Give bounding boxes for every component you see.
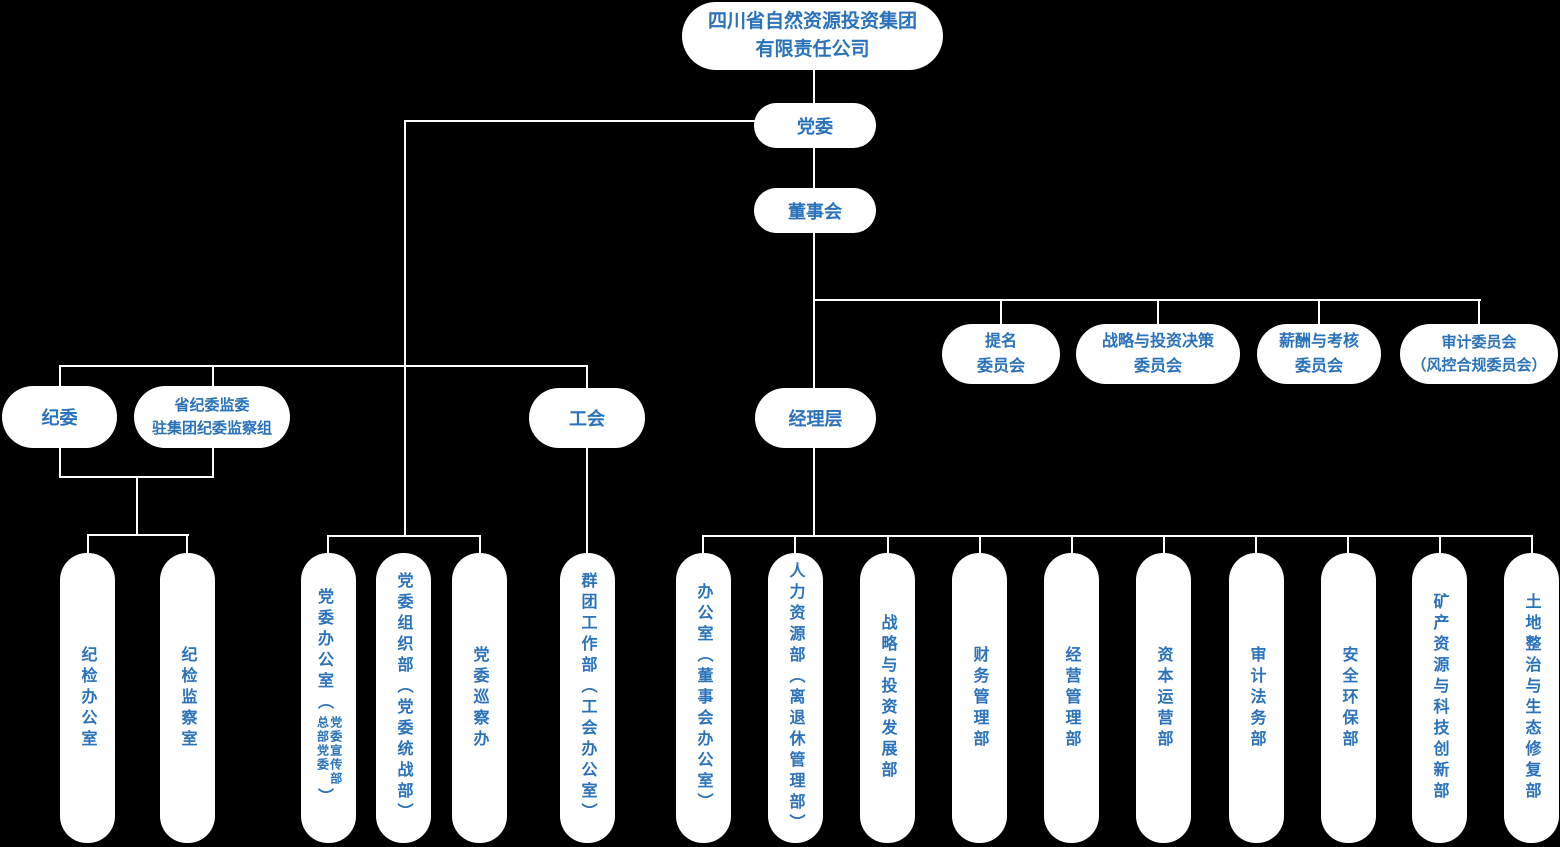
- connector-union-dept: [586, 448, 588, 553]
- org-node-finance-dept: 财务管理部: [952, 553, 1007, 843]
- org-node-capital-operation-dept: 资本运营部: [1136, 553, 1191, 843]
- connector-stub: [1071, 535, 1073, 553]
- org-node-strategy-investment-dev-dept: 战略与投资发展部: [860, 553, 915, 843]
- org-node-strategy-investment-committee: 战略与投资决策 委员会: [1076, 324, 1240, 384]
- org-node-management-team: 经理层: [755, 388, 876, 448]
- connector-party-trunk: [404, 120, 406, 537]
- connector-stub: [702, 535, 704, 553]
- connector-stub: [794, 535, 796, 553]
- org-node-company: 四川省自然资源投资集团 有限责任公司: [682, 2, 943, 70]
- org-node-discipline-office: 纪检办公室: [60, 553, 115, 843]
- connector-party-bus: [59, 365, 588, 367]
- connector-depts-bus: [702, 535, 1533, 537]
- connector-management-drop: [813, 448, 815, 537]
- connector-party-board: [813, 148, 815, 188]
- connector-stub: [186, 534, 188, 553]
- connector-stub: [1439, 535, 1441, 553]
- connector-stub: [212, 448, 214, 477]
- connector-stub: [1347, 535, 1349, 553]
- org-node-audit-legal-dept: 审计法务部: [1229, 553, 1284, 843]
- org-node-human-resources-dept: 人力资源部（离退休管理部）: [768, 553, 823, 843]
- connector-stub: [586, 365, 588, 388]
- connector-stub: [1478, 299, 1480, 325]
- connector-stub: [1531, 535, 1533, 553]
- org-node-land-ecology-restoration-dept: 土地整治与生态修复部: [1504, 553, 1559, 843]
- connector-root-party: [813, 69, 815, 103]
- org-node-compensation-assessment-committee: 薪酬与考核 委员会: [1257, 324, 1381, 384]
- org-node-board-of-directors: 董事会: [754, 188, 876, 233]
- org-node-party-inspection-office: 党委巡察办: [452, 553, 507, 843]
- org-node-party-general-office: 党委办公室（党委宣传部总部党委）: [301, 553, 356, 843]
- connector-stub: [979, 535, 981, 553]
- connector-stub: [59, 448, 61, 477]
- connector-party-left: [404, 120, 755, 122]
- org-node-audit-committee: 审计委员会 （风控合规委员会）: [1400, 324, 1558, 384]
- org-node-provincial-discipline-group: 省纪委监委 驻集团纪委监察组: [134, 386, 290, 448]
- org-node-party-committee: 党委: [754, 103, 876, 148]
- company-title: 四川省自然资源投资集团 有限责任公司: [707, 10, 917, 60]
- connector-discipline-split: [87, 534, 189, 536]
- org-node-discipline-supervision-office: 纪检监察室: [160, 553, 215, 843]
- party-office-subnames: 党委宣传部总部党委: [315, 715, 343, 786]
- connector-stub: [327, 535, 329, 553]
- org-node-party-organization-dept: 党委组织部（党委统战部）: [376, 553, 431, 843]
- connector-party-depts-bus: [327, 535, 481, 537]
- org-node-safety-environment-dept: 安全环保部: [1321, 553, 1376, 843]
- connector-stub: [1318, 299, 1320, 325]
- connector-stub: [1163, 535, 1165, 553]
- connector-stub: [87, 534, 89, 553]
- connector-stub: [479, 535, 481, 553]
- connector-stub: [1157, 299, 1159, 325]
- org-node-labor-union: 工会: [529, 388, 645, 448]
- org-node-discipline-committee: 纪委: [2, 386, 117, 448]
- org-node-nomination-committee: 提名 委员会: [942, 324, 1060, 384]
- connector-stub: [1000, 299, 1002, 325]
- connector-stub: [887, 535, 889, 553]
- connector-committees-bus: [813, 299, 1481, 301]
- connector-discipline-drop: [136, 476, 138, 535]
- connector-stub: [1255, 535, 1257, 553]
- org-node-general-office: 办公室（董事会办公室）: [676, 553, 731, 843]
- connector-board-management: [813, 233, 815, 388]
- org-node-mineral-tech-innovation-dept: 矿产资源与科技创新部: [1412, 553, 1467, 843]
- connector-stub: [59, 365, 61, 386]
- connector-stub: [212, 365, 214, 386]
- org-node-mass-work-dept: 群团工作部（工会办公室）: [560, 553, 615, 843]
- org-node-business-management-dept: 经营管理部: [1044, 553, 1099, 843]
